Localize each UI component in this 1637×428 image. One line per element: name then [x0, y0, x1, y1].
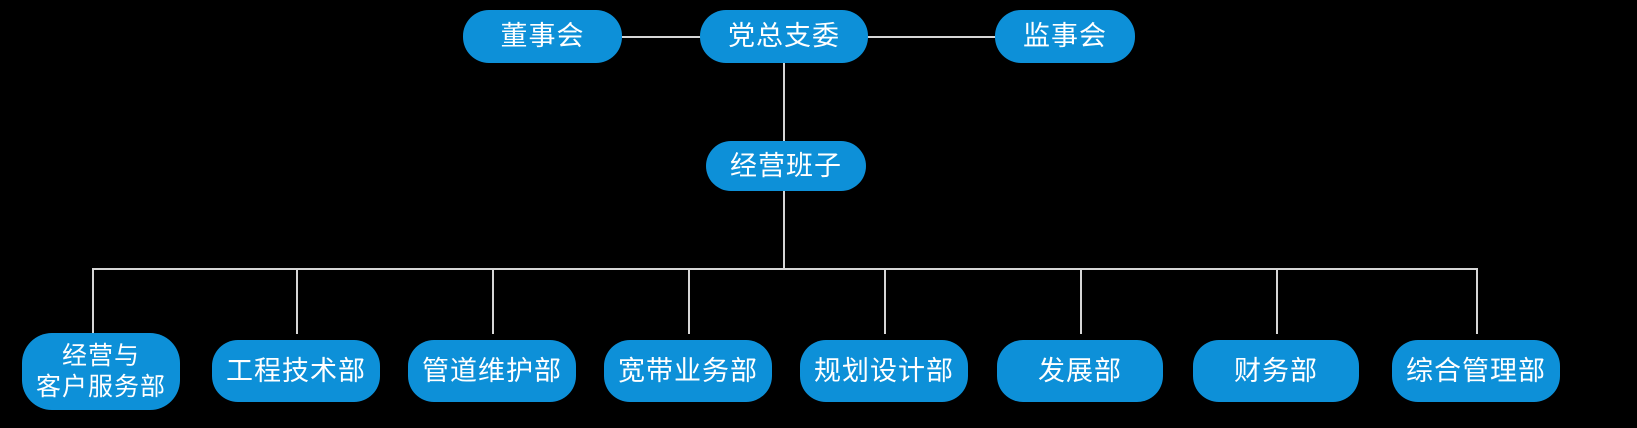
node-dept-planning-design[interactable]: 规划设计部 [800, 340, 968, 402]
connector-party-to-supervisors [866, 36, 996, 38]
connector-drop-dept-8 [1476, 268, 1478, 334]
connector-drop-dept-2 [296, 268, 298, 334]
connector-drop-dept-4 [688, 268, 690, 334]
node-party-branch-committee[interactable]: 党总支委 [700, 10, 868, 63]
node-dept-general-management[interactable]: 综合管理部 [1392, 340, 1560, 402]
node-dept-broadband-business[interactable]: 宽带业务部 [604, 340, 772, 402]
node-dept-operations-customer-service[interactable]: 经营与 客户服务部 [22, 333, 180, 410]
connector-management-to-bus [783, 190, 785, 269]
node-dept-pipeline-maintenance[interactable]: 管道维护部 [408, 340, 576, 402]
node-board-of-directors[interactable]: 董事会 [463, 10, 622, 63]
node-dept-development[interactable]: 发展部 [997, 340, 1163, 402]
connector-department-bus [92, 268, 1478, 270]
connector-party-to-management [783, 62, 785, 141]
connector-drop-dept-5 [884, 268, 886, 334]
node-dept-finance[interactable]: 财务部 [1193, 340, 1359, 402]
node-management-team[interactable]: 经营班子 [706, 141, 866, 191]
node-dept-engineering-technology[interactable]: 工程技术部 [212, 340, 380, 402]
connector-drop-dept-3 [492, 268, 494, 334]
connector-board-to-party [622, 36, 702, 38]
connector-drop-dept-7 [1276, 268, 1278, 334]
connector-drop-dept-6 [1080, 268, 1082, 334]
node-board-of-supervisors[interactable]: 监事会 [995, 10, 1135, 63]
connector-drop-dept-1 [92, 268, 94, 334]
